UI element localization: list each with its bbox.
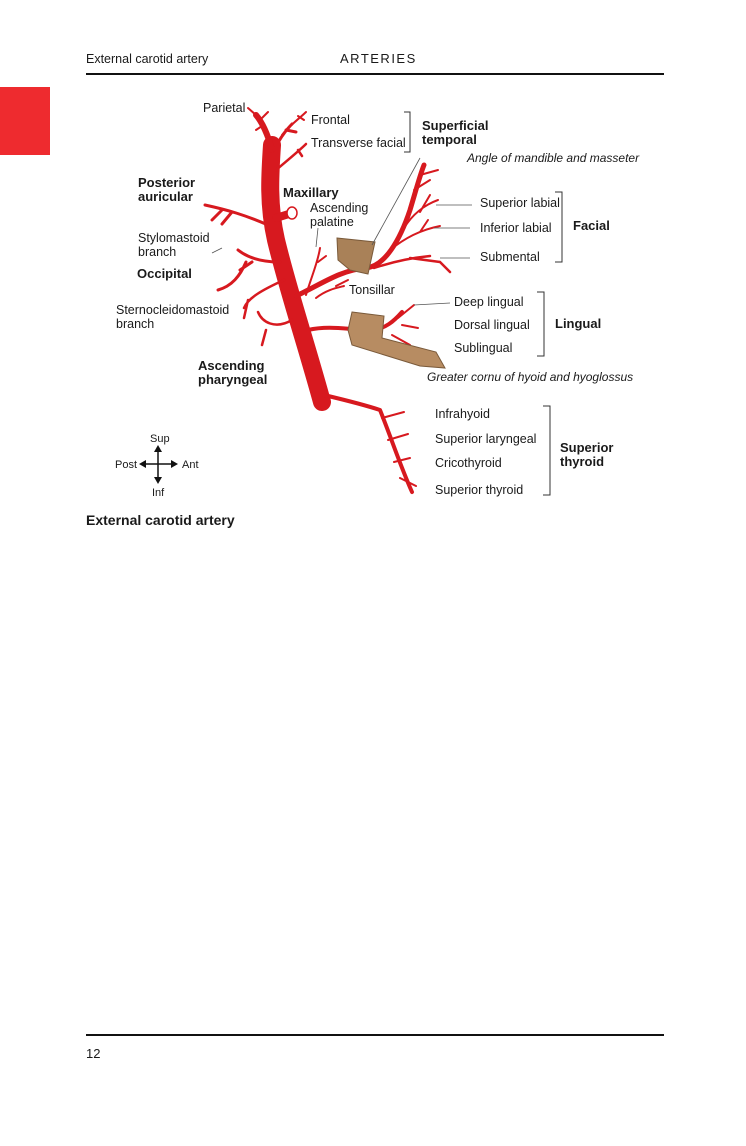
label-ascending-pharyngeal-1: Ascending: [198, 358, 265, 373]
compass-inf: Inf: [152, 487, 165, 499]
page-number: 12: [86, 1046, 101, 1061]
label-angle-mandible: Angle of mandible and masseter: [466, 151, 640, 165]
ascending-pharyngeal-artery: [256, 310, 294, 347]
orientation-compass: [139, 445, 178, 484]
compass-sup: Sup: [150, 433, 170, 445]
label-superior-labial: Superior labial: [480, 196, 560, 210]
label-infrahyoid: Infrahyoid: [435, 407, 490, 421]
carotid-trunk: [261, 136, 331, 411]
label-frontal: Frontal: [311, 113, 350, 127]
label-superficial-temporal-2: temporal: [422, 132, 477, 147]
facial-artery: [293, 162, 427, 299]
label-scm-2: branch: [116, 317, 154, 331]
label-posterior-auricular-1: Posterior: [138, 175, 195, 190]
label-stylomastoid-2: branch: [138, 245, 176, 259]
footer-rule: [86, 1034, 664, 1036]
figure-caption: External carotid artery: [86, 512, 235, 528]
compass-post: Post: [115, 459, 137, 471]
mandible-angle: [336, 237, 376, 275]
label-posterior-auricular-2: auricular: [138, 189, 193, 204]
label-stylomastoid-1: Stylomastoid: [138, 231, 210, 245]
label-ascending-pharyngeal-2: pharyngeal: [198, 372, 267, 387]
label-ascending-palatine-2: palatine: [310, 215, 354, 229]
label-scm-1: Sternocleidomastoid: [116, 303, 229, 317]
label-maxillary: Maxillary: [283, 185, 339, 200]
label-parietal: Parietal: [203, 101, 245, 115]
label-occipital: Occipital: [137, 266, 192, 281]
superior-thyroid-artery: [322, 393, 414, 494]
posterior-auricular-artery: [203, 203, 270, 227]
compass-ant: Ant: [182, 459, 199, 471]
external-carotid-diagram: Parietal Frontal Transverse facial Super…: [115, 101, 640, 499]
label-inferior-labial: Inferior labial: [480, 221, 552, 235]
label-sublingual: Sublingual: [454, 341, 512, 355]
label-tonsillar: Tonsillar: [349, 283, 395, 297]
label-dorsal-lingual: Dorsal lingual: [454, 318, 530, 332]
label-superior-thyroid-branch: Superior thyroid: [435, 483, 523, 497]
thumb-index-tab: [0, 87, 50, 155]
label-deep-lingual: Deep lingual: [454, 295, 524, 309]
label-transverse-facial: Transverse facial: [311, 136, 406, 150]
label-ascending-palatine-1: Ascending: [310, 201, 368, 215]
label-superior-thyroid-1: Superior: [560, 440, 613, 455]
running-title: External carotid artery: [86, 52, 209, 66]
occipital-artery: [216, 248, 282, 292]
label-greater-cornu: Greater cornu of hyoid and hyoglossus: [427, 370, 633, 384]
section-title: ARTERIES: [340, 51, 417, 66]
label-cricothyroid: Cricothyroid: [435, 456, 502, 470]
header-rule: [86, 73, 664, 75]
label-facial: Facial: [573, 218, 610, 233]
label-lingual: Lingual: [555, 316, 601, 331]
label-superficial-temporal-1: Superficial: [422, 118, 488, 133]
hyoid-hyoglossus: [347, 311, 446, 369]
label-superior-thyroid-2: thyroid: [560, 454, 604, 469]
label-submental: Submental: [480, 250, 540, 264]
label-superior-laryngeal: Superior laryngeal: [435, 432, 536, 446]
